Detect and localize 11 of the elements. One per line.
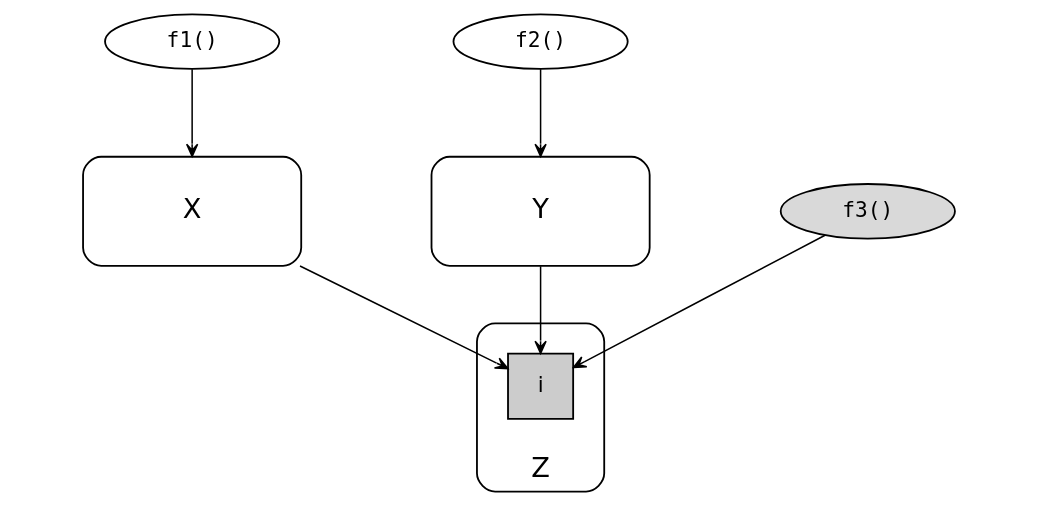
node-box: Y	[430, 155, 651, 267]
node-box: i	[507, 352, 575, 420]
arrow	[299, 265, 509, 370]
arrow	[185, 68, 199, 158]
node-ellipse: f3()	[779, 183, 956, 240]
node-box: X	[82, 155, 303, 267]
node-ellipse: f1()	[104, 13, 281, 70]
node-ellipse: f2()	[452, 13, 629, 70]
arrow	[534, 265, 547, 355]
arrow	[572, 234, 826, 369]
arrow	[534, 68, 547, 158]
